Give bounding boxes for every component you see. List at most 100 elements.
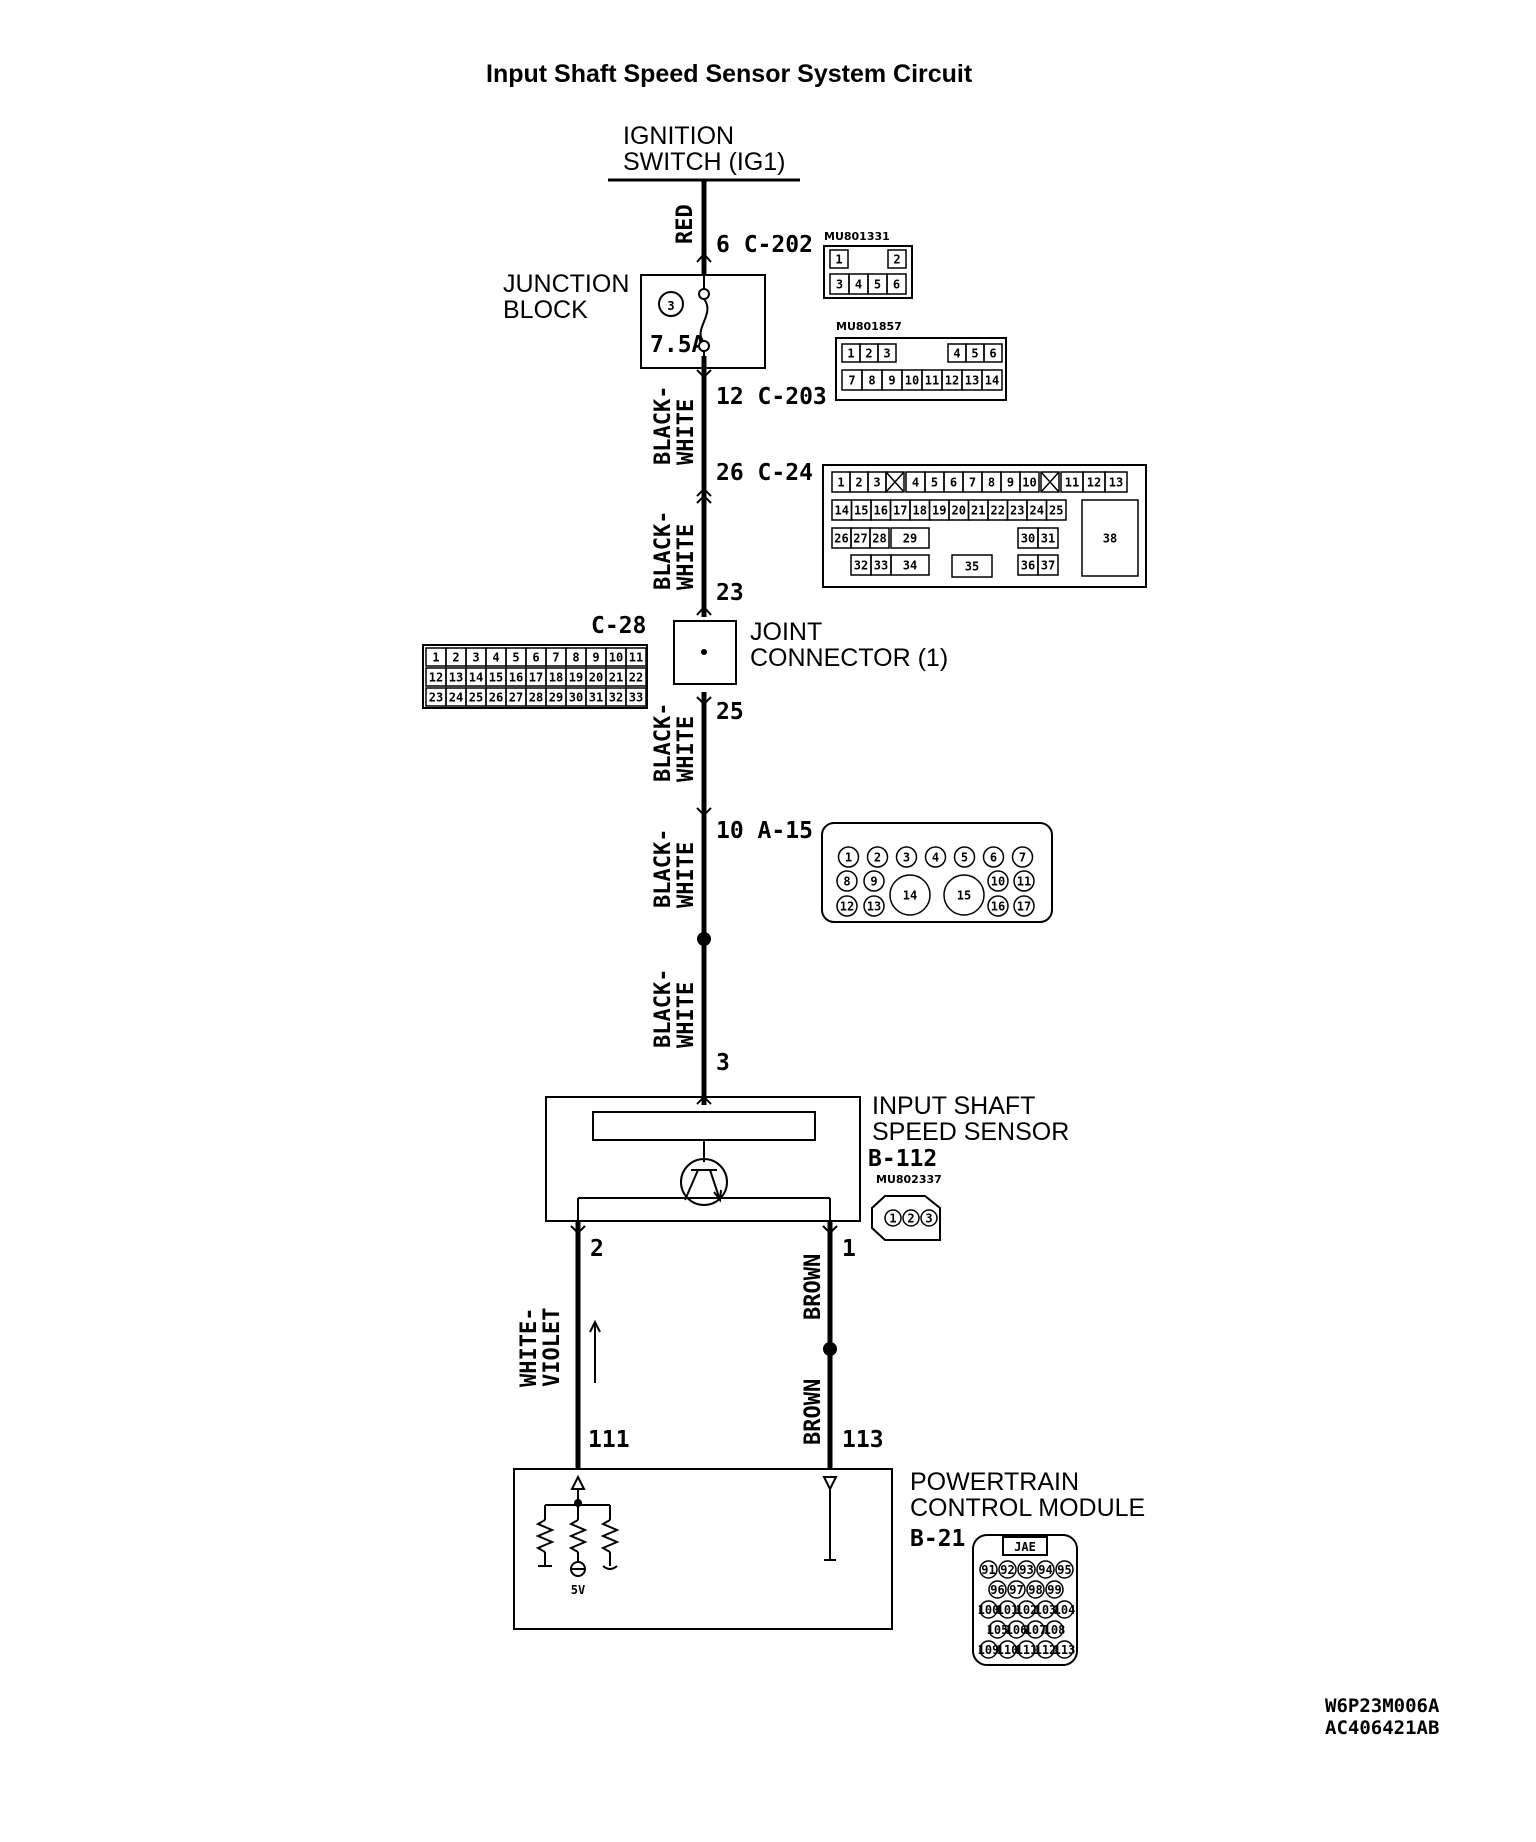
pin-number-37: 37	[1041, 559, 1055, 573]
wire-color-bw-4a: BLACK-	[651, 829, 676, 908]
pin-number-6: 6	[893, 278, 900, 292]
pin-cell-6	[983, 343, 1003, 363]
pin-number-6: 6	[989, 347, 996, 361]
pin-label-2: 2	[590, 1236, 604, 1262]
pin-number-110: 110	[997, 1643, 1019, 1657]
wire-color-red: RED	[673, 204, 698, 244]
pin-cell-8	[836, 870, 858, 892]
pin-cell-33	[625, 687, 647, 707]
pin-number-13: 13	[449, 671, 463, 685]
pin-number-4: 4	[912, 476, 919, 490]
pin-cell-14	[889, 874, 931, 916]
pin-label-1: 1	[842, 1236, 856, 1262]
pin-label-6-c202: 6 C-202	[716, 232, 813, 258]
pin-number-11: 11	[1065, 476, 1079, 490]
pin-cell-1	[837, 846, 860, 868]
pin-number-15: 15	[489, 671, 503, 685]
pin-number-8: 8	[988, 476, 995, 490]
pin-number-1: 1	[835, 253, 842, 267]
pin-number-27: 27	[853, 532, 867, 546]
input-shaft-speed-sensor: INPUT SHAFT SPEED SENSOR B-112 MU802337 …	[545, 1092, 1069, 1241]
pin-number-103: 103	[1035, 1603, 1057, 1617]
pin-cell-17	[1013, 895, 1035, 917]
pin-cell-12	[836, 895, 858, 917]
pin-number-92: 92	[1000, 1563, 1014, 1577]
pin-number-2: 2	[907, 1212, 914, 1226]
pin-number-34: 34	[903, 559, 917, 573]
pin-number-10: 10	[991, 875, 1005, 889]
pin-number-1: 1	[837, 476, 844, 490]
pin-label-3: 3	[716, 1050, 730, 1076]
pin-cell-37	[1037, 554, 1059, 576]
pin-cell-6	[886, 273, 907, 295]
pin-number-11: 11	[925, 374, 939, 388]
pin-number-1: 1	[432, 651, 439, 665]
pin-number-14: 14	[903, 889, 917, 903]
pin-number-1: 1	[845, 851, 852, 865]
pin-number-4: 4	[953, 347, 960, 361]
pin-number-3: 3	[903, 851, 910, 865]
pin-number-2: 2	[874, 851, 881, 865]
pin-cell-11	[1013, 870, 1035, 892]
pin-number-93: 93	[1019, 1563, 1033, 1577]
pin-label-113: 113	[842, 1427, 884, 1453]
pin-number-20: 20	[952, 504, 966, 518]
pin-number-8: 8	[572, 651, 579, 665]
pin-number-6: 6	[990, 851, 997, 865]
pin-cell-100	[979, 1600, 998, 1619]
pin-number-29: 29	[549, 691, 563, 705]
ignition-switch: IGNITION SWITCH (IG1)	[608, 122, 800, 182]
pin-number-8: 8	[843, 875, 850, 889]
pin-number-107: 107	[1025, 1623, 1047, 1637]
pin-number-106: 106	[1006, 1623, 1028, 1637]
wire-color-bw-1b: WHITE	[674, 399, 699, 465]
pin-number-113: 113	[1054, 1643, 1076, 1657]
pin-number-18: 18	[549, 671, 563, 685]
pin-number-27: 27	[509, 691, 523, 705]
pin-number-33: 33	[874, 559, 888, 573]
pin-number-19: 19	[569, 671, 583, 685]
pin-number-7: 7	[848, 374, 855, 388]
pin-cell-111	[1017, 1640, 1036, 1659]
pin-number-30: 30	[1021, 532, 1035, 546]
pin-number-1: 1	[889, 1212, 896, 1226]
sensor-label-2: SPEED SENSOR	[872, 1118, 1069, 1146]
pin-number-17: 17	[1017, 900, 1031, 914]
pin-number-9: 9	[888, 374, 895, 388]
wire-color-bw-4b: WHITE	[674, 842, 699, 908]
wire-color-bw-1a: BLACK-	[651, 386, 676, 465]
pin-number-1: 1	[847, 347, 854, 361]
pin-number-2: 2	[865, 347, 872, 361]
pin-cell-1	[829, 249, 849, 269]
pcm-label-2: CONTROL MODULE	[910, 1494, 1145, 1522]
pin-cell-13	[863, 895, 885, 917]
pin-cell-113	[1055, 1640, 1074, 1659]
input-terminal-icon	[535, 1474, 620, 1577]
pin-cell-29	[890, 527, 930, 549]
pin-number-15: 15	[957, 889, 971, 903]
pin-number-32: 32	[609, 691, 623, 705]
pin-label-10-a15: 10 A-15	[716, 818, 813, 844]
fuse-number: 3	[667, 299, 674, 313]
pin-cell-107	[1026, 1620, 1045, 1639]
wire-color-bw-3b: WHITE	[674, 716, 699, 782]
pin-number-24: 24	[1030, 504, 1044, 518]
pin-number-14: 14	[469, 671, 483, 685]
page-title: Input Shaft Speed Sensor System Circuit	[486, 60, 973, 88]
wire-color-wv-b: VIOLET	[540, 1308, 565, 1387]
pin-label-111: 111	[588, 1427, 630, 1453]
pin-number-19: 19	[932, 504, 946, 518]
pin-number-10: 10	[905, 374, 919, 388]
sensor-part-number: MU802337	[876, 1173, 942, 1186]
pin-number-15: 15	[854, 504, 868, 518]
signal-arrow-icon	[589, 1319, 601, 1383]
pin-number-10: 10	[1022, 476, 1036, 490]
pin-cell-93	[1017, 1560, 1036, 1579]
diagram-code: W6P23M006A	[1325, 1695, 1440, 1717]
wire-color-brown-2: BROWN	[801, 1379, 826, 1445]
powertrain-control-module: POWERTRAIN CONTROL MODULE B-21 5V	[513, 1468, 1145, 1666]
